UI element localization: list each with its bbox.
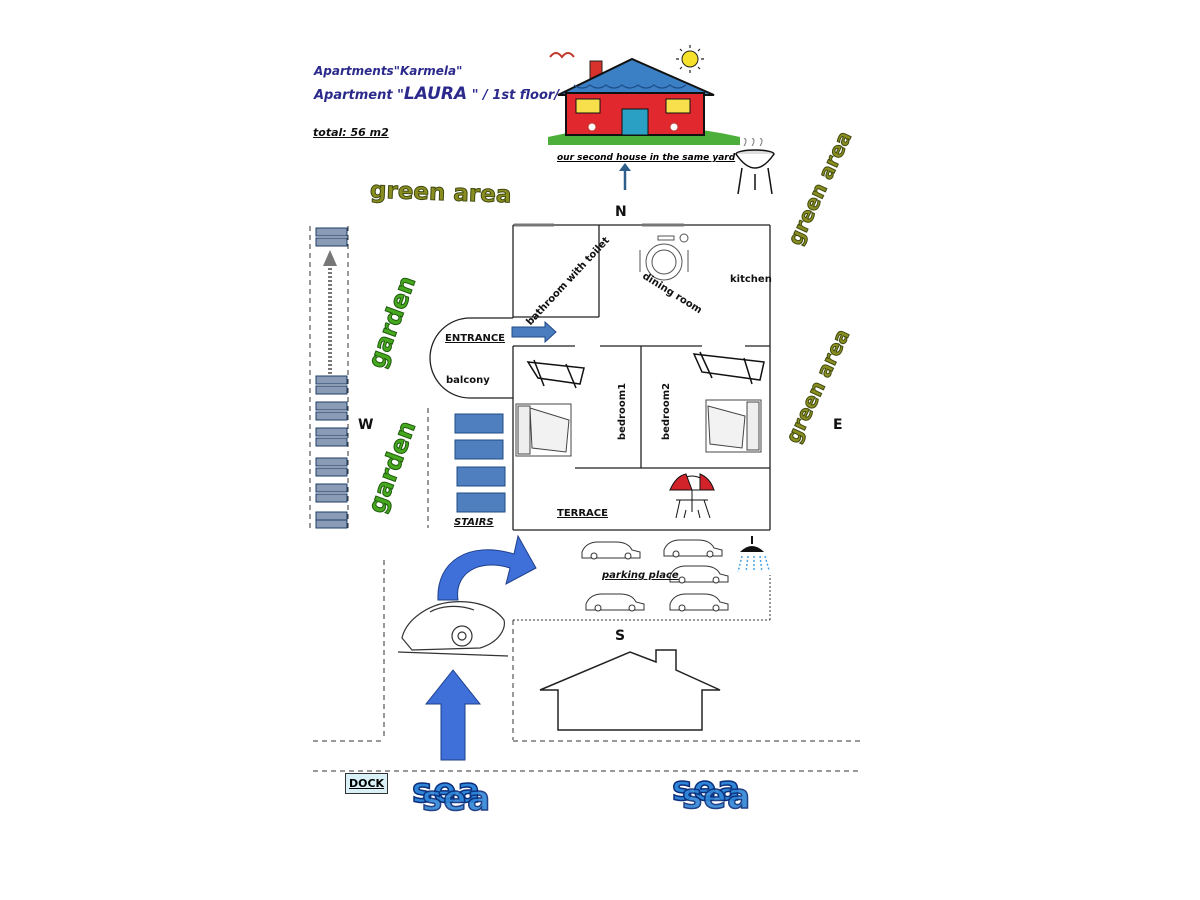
parking-boundary (513, 575, 771, 621)
entry-up-arrow-icon (424, 669, 482, 761)
car-icon (581, 539, 729, 612)
shower-icon (737, 536, 770, 573)
entrance-arrow-icon (511, 320, 557, 344)
apartment-walls (429, 224, 771, 531)
dock-label: DOCK (345, 773, 389, 794)
umbrella-table-icon (668, 473, 716, 519)
compass-south: S (615, 628, 626, 644)
sea-left-label-echo: sea (421, 779, 492, 819)
sea-left-label: sea (411, 771, 482, 811)
south-house-outline (539, 649, 721, 731)
room-label-bedroom2: bedroom2 (661, 382, 673, 441)
room-label-kitchen: kitchen (730, 274, 772, 285)
total-area: total: 56 m2 (313, 126, 389, 139)
garden-path-outline (309, 226, 429, 528)
garden-arrow-head (323, 250, 337, 266)
room-label-balcony: balcony (446, 375, 490, 386)
compass-west: W (358, 417, 374, 433)
room-label-terrace: TERRACE (557, 508, 608, 519)
room-label-bedroom1: bedroom1 (617, 382, 629, 441)
sports-car-icon (397, 601, 509, 657)
stairs-steps (454, 413, 506, 513)
curved-arrow-icon (437, 534, 537, 601)
double-bed-icon (515, 399, 762, 457)
compass-east: E (833, 417, 843, 433)
compass-north: N (615, 204, 627, 220)
stairs-label: STAIRS (454, 517, 494, 528)
complex-name: Apartments"Karmela" (314, 64, 463, 78)
bbq-grill-icon (735, 138, 775, 195)
lounge-chair-icon (526, 351, 765, 389)
sun-icon (676, 45, 704, 73)
dining-plate-icon (639, 233, 689, 281)
apartment-prefix: Apartment " (314, 88, 404, 103)
house-icon (548, 52, 740, 145)
parking-label: parking place (602, 570, 679, 581)
second-house-caption: our second house in the same yard (557, 153, 736, 163)
up-arrow-icon (619, 163, 631, 190)
apartment-title: Apartment "LAURA " / 1st floor/ (314, 84, 559, 104)
apartment-name: LAURA (403, 84, 468, 104)
sea-right-label: sea (671, 769, 742, 809)
sea-right-label-echo: sea (681, 777, 752, 817)
yard-boundaries (313, 560, 862, 772)
apartment-suffix: " / 1st floor/ (467, 88, 560, 103)
room-label-entrance: ENTRANCE (445, 333, 505, 344)
garden-stepping-stones (315, 227, 348, 529)
